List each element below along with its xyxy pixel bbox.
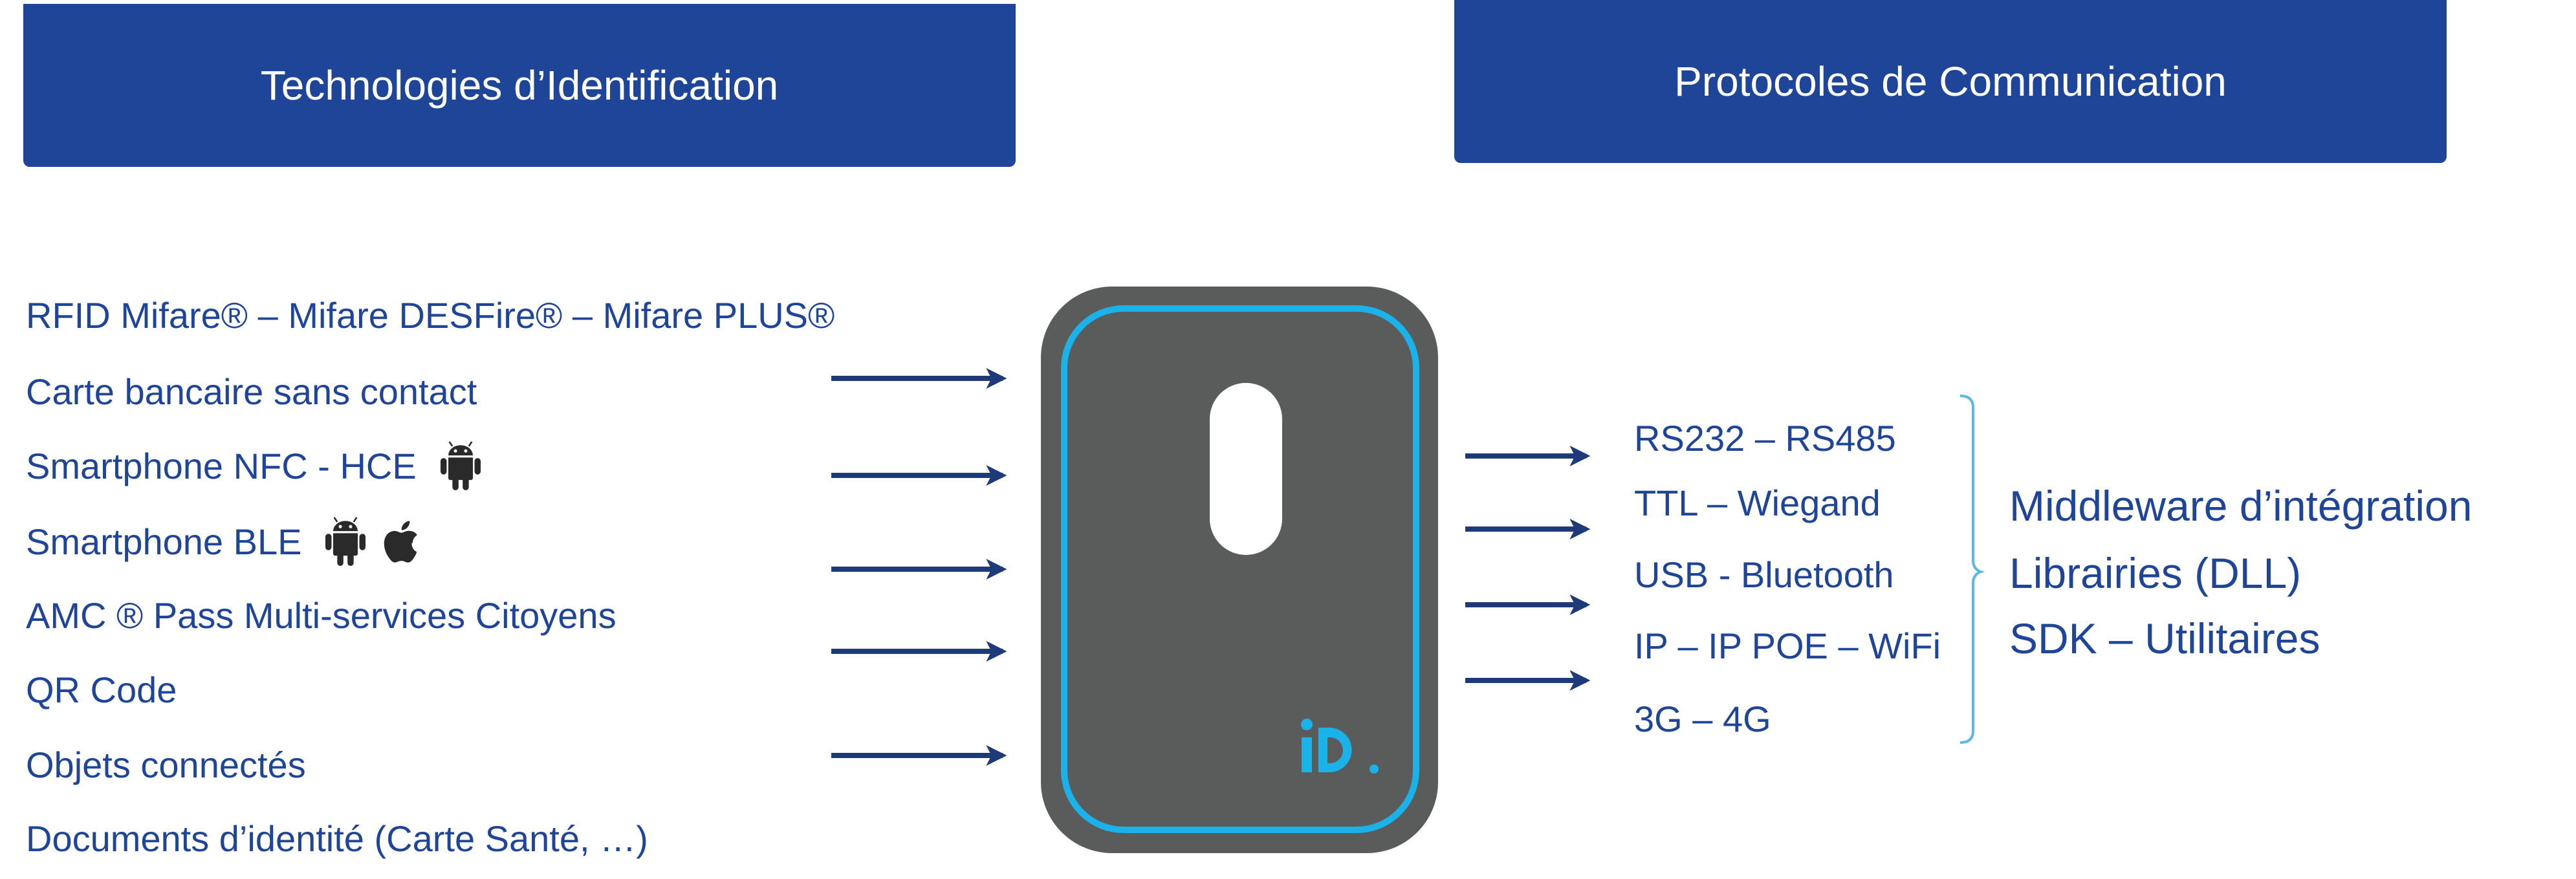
protocol-item: 3G – 4G [1634,698,1771,739]
software-item: Librairies (DLL) [2009,549,2302,597]
device-slot [1210,383,1282,555]
technology-label: Smartphone NFC - HCE [26,445,417,486]
device-logo [1301,719,1379,774]
grouping-bracket [1959,395,1985,744]
technology-item: Smartphone BLE [26,515,428,567]
apple-icon [379,514,428,569]
device-inner-border [1061,305,1419,833]
technology-item: Objets connectés [26,739,306,790]
software-item: SDK – Utilitaires [2009,614,2320,662]
input-arrows [831,368,1007,766]
android-icon [436,439,485,493]
technology-item: Smartphone NFC - HCE [26,440,485,492]
device-body [1041,287,1438,853]
technology-label: Documents d’identité (Carte Santé, …) [26,818,648,859]
header-left-title: Technologies d’Identification [260,62,779,109]
protocol-item: TTL – Wiegand [1634,482,1881,523]
technology-label: AMC ® Pass Multi-services Citoyens [26,594,617,636]
header-right-title: Protocoles de Communication [1674,58,2227,105]
protocol-item: IP – IP POE – WiFi [1634,625,1941,666]
technology-item: Carte bancaire sans contact [26,365,477,417]
technology-label: RFID Mifare® – Mifare DESFire® – Mifare … [26,294,835,336]
technology-label: Carte bancaire sans contact [26,371,477,412]
technology-item: Documents d’identité (Carte Santé, …) [26,812,648,864]
protocol-item: USB - Bluetooth [1634,554,1894,595]
technology-label: QR Code [26,669,177,710]
android-icon [321,514,370,569]
technology-item: AMC ® Pass Multi-services Citoyens [26,589,617,641]
technology-item: RFID Mifare® – Mifare DESFire® – Mifare … [26,289,835,341]
technology-label: Objets connectés [26,744,306,785]
header-communication-protocols: Protocoles de Communication [1454,0,2447,163]
technology-item: QR Code [26,664,177,715]
id-reader-device [1041,287,1438,853]
header-identification-technologies: Technologies d’Identification [23,4,1016,167]
protocol-item: RS232 – RS485 [1634,417,1896,459]
technology-label: Smartphone BLE [26,521,302,562]
software-item: Middleware d’intégration [2009,482,2472,530]
output-arrows [1465,446,1591,691]
